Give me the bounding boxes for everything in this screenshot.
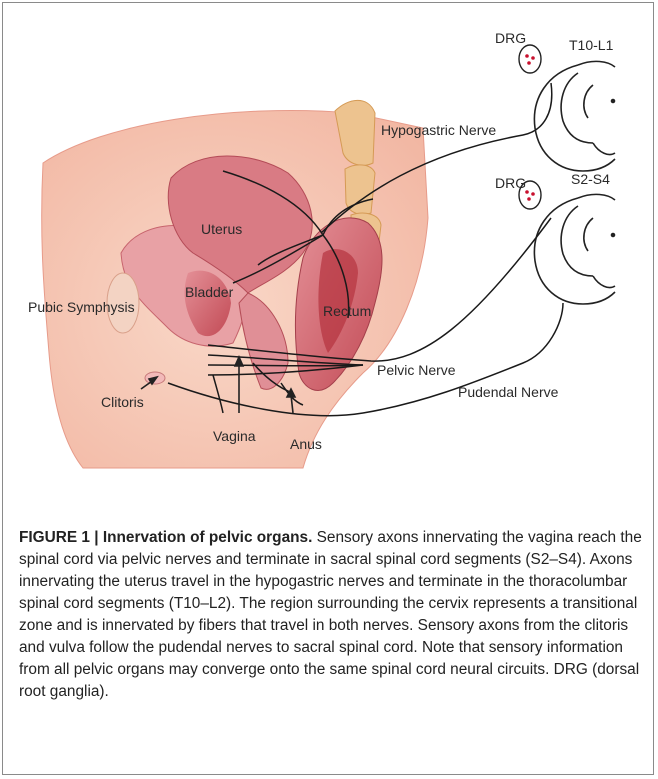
label-clitoris: Clitoris [101,394,144,410]
label-hypogastric-nerve: Hypogastric Nerve [381,122,496,138]
caption-heading: FIGURE 1 | Innervation of pelvic organs. [19,529,312,546]
label-pubic-symphysis: Pubic Symphysis [28,299,135,315]
anatomy-illustration: DRG T10-L1 Hypogastric Nerve DRG S2-S4 U… [3,3,655,475]
label-rectum: Rectum [323,303,371,319]
drg-top-ganglion [519,45,541,73]
label-s2-s4: S2-S4 [571,171,610,187]
figure-caption: FIGURE 1 | Innervation of pelvic organs.… [19,527,643,703]
label-t10-l1: T10-L1 [569,37,614,53]
label-uterus: Uterus [201,221,242,237]
label-drg-bottom: DRG [495,175,526,191]
label-pudendal-nerve: Pudendal Nerve [458,384,559,400]
label-vagina: Vagina [213,428,256,444]
caption-body: Sensory axons innervating the vagina rea… [19,529,642,700]
label-pelvic-nerve: Pelvic Nerve [377,362,456,378]
spinal-cord-s2-s4 [534,194,615,304]
label-bladder: Bladder [185,284,234,300]
label-drg-top: DRG [495,30,526,46]
label-anus: Anus [290,436,322,452]
